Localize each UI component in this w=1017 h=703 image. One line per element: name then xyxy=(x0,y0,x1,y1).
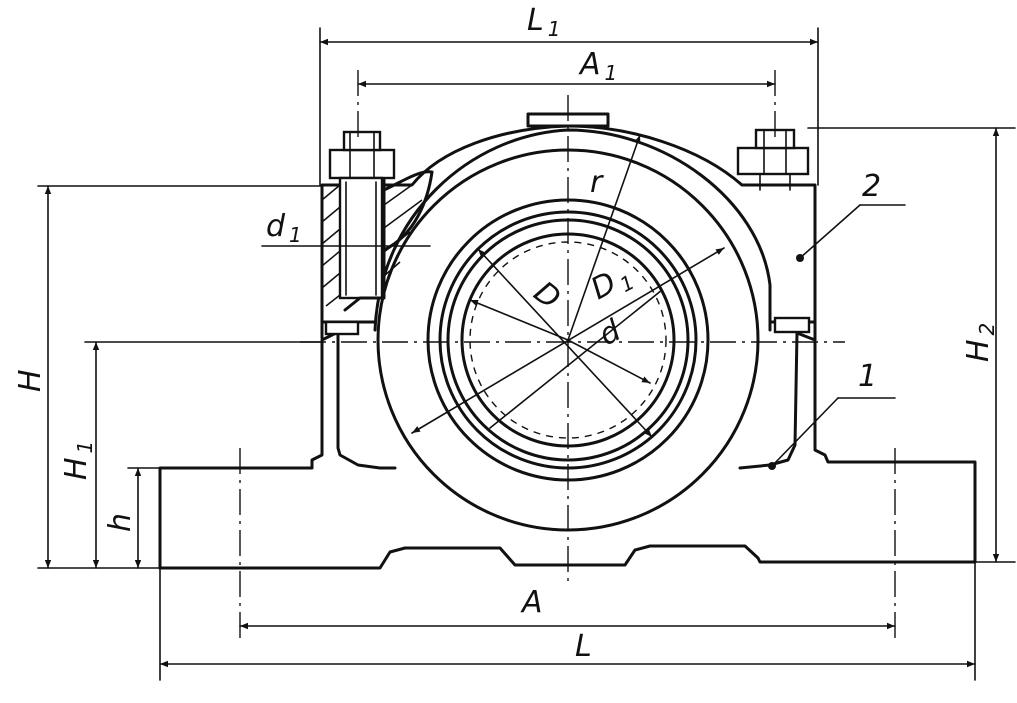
label-A: A xyxy=(520,585,543,620)
callout-part-1: 1 xyxy=(858,359,877,394)
label-H2: H2 xyxy=(961,323,999,362)
left-bolt xyxy=(321,130,434,336)
label-D1: D1 xyxy=(585,257,638,309)
housing-base xyxy=(158,330,977,570)
center-lines xyxy=(239,70,896,640)
label-H1: H1 xyxy=(59,441,97,480)
label-H: H xyxy=(13,369,48,392)
callout-part-2: 2 xyxy=(862,169,881,204)
label-d: d xyxy=(593,313,627,353)
label-r: r xyxy=(590,165,604,200)
label-h: h xyxy=(103,513,138,532)
label-L: L xyxy=(575,629,592,664)
label-D: D xyxy=(527,275,567,317)
dimension-lines xyxy=(37,27,1016,681)
right-bolt xyxy=(736,128,811,334)
